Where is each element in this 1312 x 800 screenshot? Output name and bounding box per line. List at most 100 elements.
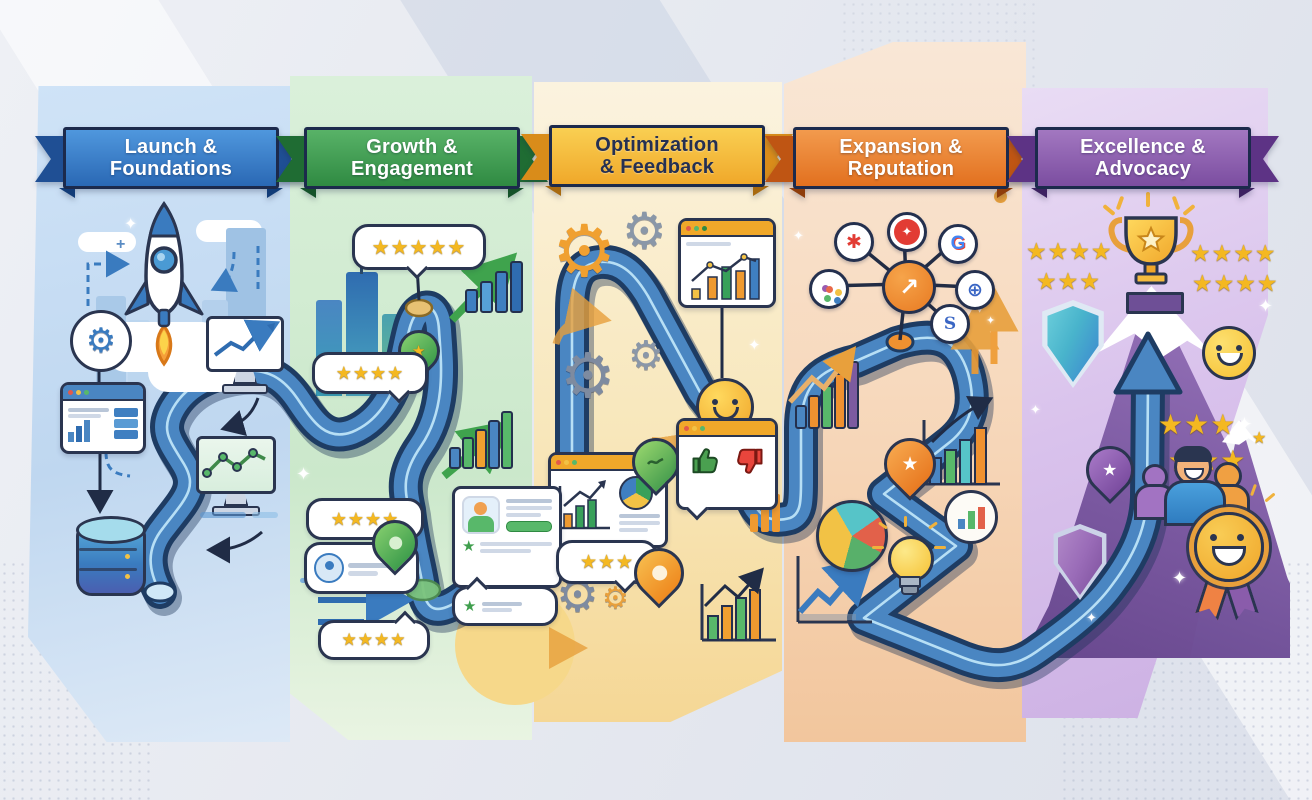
phase-title-line: Optimization <box>595 133 719 156</box>
phase-title-line: & Feedback <box>599 156 715 178</box>
sparkle-icon: ✦ <box>1172 568 1188 588</box>
growth-chart-phase3 <box>700 567 776 642</box>
phase-title-line: Excellence & <box>1080 135 1206 158</box>
review-platform-social: S <box>930 304 970 344</box>
up-arrows-phase4 <box>950 286 1019 374</box>
pie-chart-icon <box>816 500 888 572</box>
star-icon: ★ <box>901 453 919 475</box>
review-platform-tripadvisor: ✦ <box>887 212 927 252</box>
bar-chart-feedback-small <box>750 494 780 532</box>
gear-icon: ⚙ <box>560 342 616 411</box>
advocacy-pin: ★ <box>1076 436 1144 504</box>
thumbs-feedback-card <box>676 418 778 521</box>
phase-title-line: Expansion & <box>839 135 963 158</box>
thumbs-up-icon <box>692 448 718 474</box>
four-star-rating: ★★★★ <box>335 362 405 383</box>
road-start-cap <box>143 581 177 603</box>
location-pin <box>362 510 428 576</box>
ray <box>934 546 946 549</box>
review-platform-globe: ⊕ <box>955 270 995 310</box>
four-star-review-bubble: ★★★★ <box>312 352 428 404</box>
bar-chart-reputation-left <box>795 361 859 429</box>
review-platform-colorwheel <box>809 269 849 309</box>
sparkle-icon: ✦ <box>793 228 804 243</box>
trophy-icon <box>1108 216 1194 285</box>
text-line <box>252 512 278 518</box>
thumbs-down-icon <box>736 448 762 474</box>
growth-arrow-tan <box>788 346 857 404</box>
text-line <box>200 512 246 518</box>
review-platform-yelp: ✱ <box>834 222 874 262</box>
star-icon: ★ <box>463 598 477 615</box>
phase-title-line: Reputation <box>847 158 955 180</box>
plus-sparkle-icon: + <box>116 236 126 253</box>
banner-expansion-reputation: Expansion & Reputation <box>765 127 1037 198</box>
sparkle-icon: ✦ <box>1086 610 1097 625</box>
color-gear-icon <box>825 285 833 293</box>
happy-emoji <box>1202 326 1256 380</box>
star-location-pin: ★ <box>873 427 947 501</box>
ribbon-fold <box>789 188 805 198</box>
reputation-hub: ↗ <box>882 260 936 314</box>
ribbon-fold <box>300 188 316 198</box>
sparkle-icon: ✦ <box>986 315 996 327</box>
ribbon-fold <box>1239 188 1255 198</box>
star-rating-row: ★★★★ <box>1026 238 1113 264</box>
reviewer-profile-card: ★ <box>452 486 562 588</box>
mini-bars-badge <box>944 490 998 544</box>
star-rating-row: ★★★★ <box>1192 270 1279 296</box>
gear-icon: ⚙ <box>552 212 617 292</box>
avatar <box>462 496 500 534</box>
banner-excellence-advocacy: Excellence & Advocacy <box>1007 127 1279 198</box>
star-rating-row: ★★★ <box>1036 268 1101 294</box>
five-star-rating: ★★★★★ <box>371 236 467 259</box>
pie-chart-icon <box>619 476 653 510</box>
ray <box>1146 192 1150 207</box>
gear-badge: ⚙ <box>70 310 132 372</box>
award-rosette-badge <box>1192 512 1264 622</box>
ray <box>872 546 884 549</box>
location-pin <box>623 537 695 609</box>
advocates-group-icon <box>1134 446 1250 526</box>
road-stop-marker <box>404 298 434 318</box>
phase-title-line: Foundations <box>109 158 233 180</box>
four-star-rating: ★★★★ <box>341 630 407 649</box>
phase-title-line: Launch & <box>124 135 218 158</box>
globe-icon: ⊕ <box>967 279 983 301</box>
sparkle-icon: ✦ <box>1236 414 1253 436</box>
phase-title-line: Engagement <box>350 158 474 180</box>
flow-arrows-phase1 <box>86 246 263 564</box>
banner-growth-engagement: Growth & Engagement <box>276 127 548 198</box>
gear-icon: ⚙ <box>622 203 667 259</box>
ribbon-fold <box>59 188 75 198</box>
star-icon: ★ <box>1102 460 1118 479</box>
social-icon: S <box>943 314 957 334</box>
phase-title-line: Growth & <box>366 135 458 158</box>
star-rating-row: ★★★★ <box>1190 240 1277 266</box>
banner-optimization-feedback: Optimization & Feedback <box>521 125 793 196</box>
performance-chart-card <box>678 218 776 308</box>
star-icon: ★ <box>1252 430 1268 447</box>
bar-chart-engagement-top <box>465 261 523 313</box>
sparkle-icon: ✦ <box>1258 296 1274 316</box>
star-icon: ★ <box>462 538 476 555</box>
google-g-icon: G <box>950 233 966 254</box>
lightbulb-icon <box>886 534 934 596</box>
burst-icon: ✦ <box>894 219 920 245</box>
bar-chart-engagement-mid <box>449 411 513 469</box>
gear-icon: ⚙ <box>628 334 664 378</box>
ribbon-fold <box>508 188 524 198</box>
sparkle-icon: ✦ <box>124 216 138 233</box>
dashboard-card <box>60 382 146 454</box>
route-pin <box>622 428 690 496</box>
bar-chart-reputation-right <box>922 395 1000 486</box>
database-icon <box>76 516 146 596</box>
star-comment-bubble: ★ <box>452 576 558 626</box>
gear-icon: ⚙ <box>85 322 117 360</box>
three-star-rating: ★★★ <box>579 551 635 573</box>
rocket-icon <box>124 200 204 367</box>
ribbon-fold <box>545 186 561 196</box>
trend-arrow-icon: ↗ <box>898 273 920 301</box>
